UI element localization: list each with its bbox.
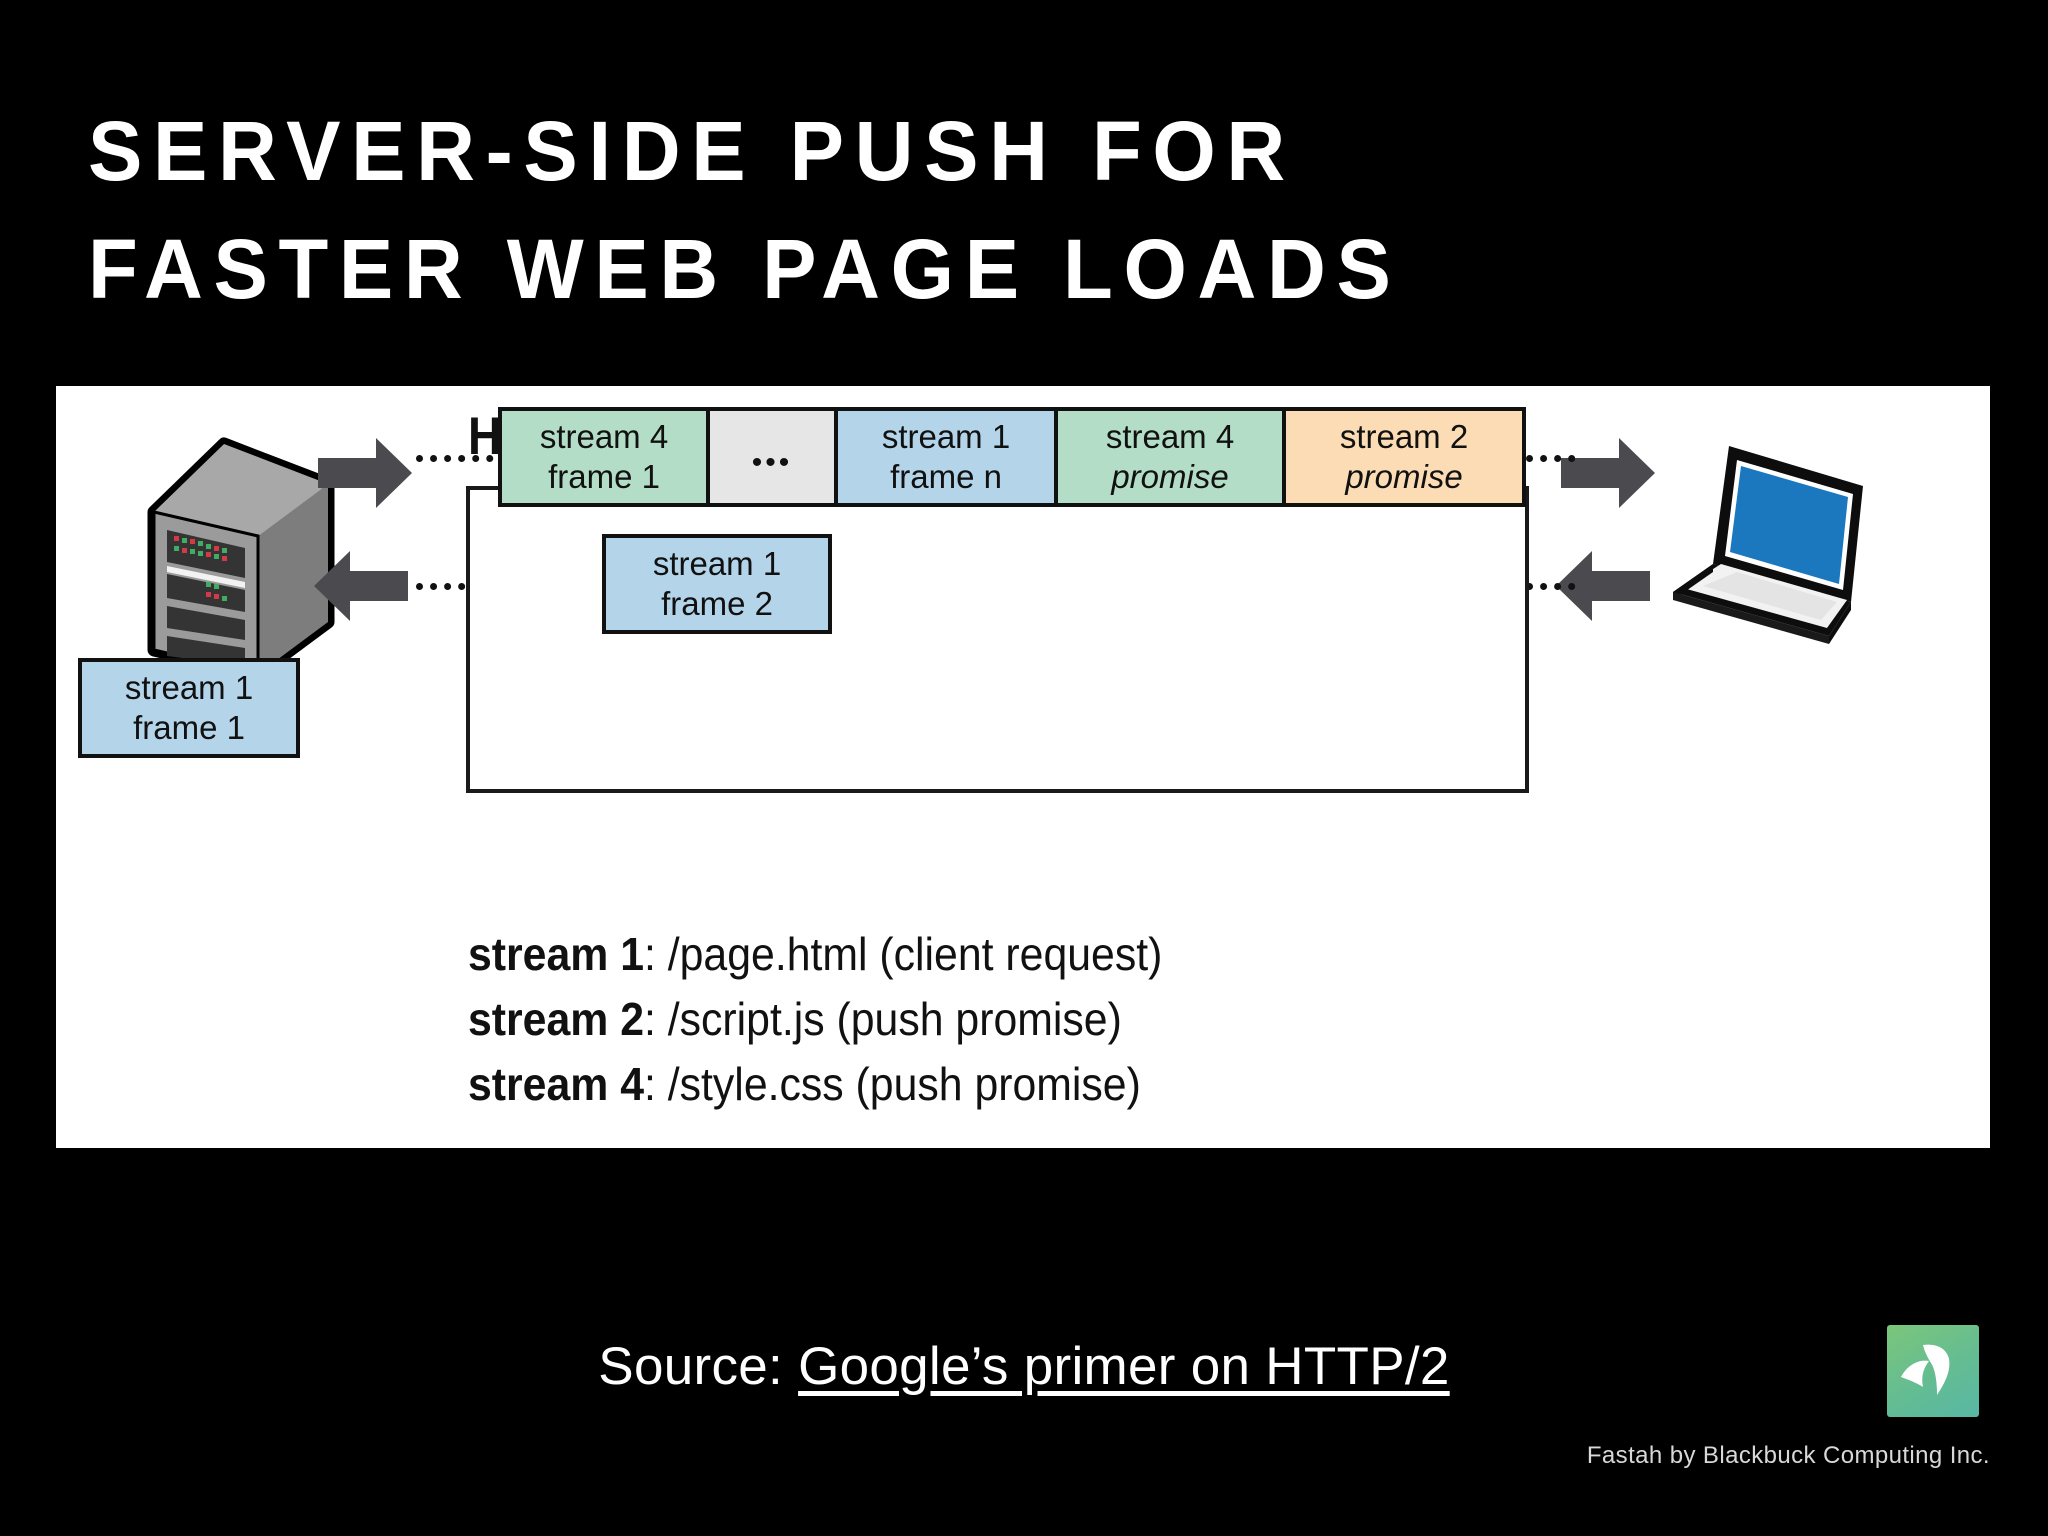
frame-ellipsis[interactable]: ••• [710, 411, 838, 503]
frame-line-2: frame n [890, 458, 1002, 495]
arrow-right-icon [1561, 438, 1655, 508]
frame-line-1: stream 2 [1339, 418, 1469, 455]
frame-stream1-framen[interactable]: stream 1 frame n [838, 411, 1058, 503]
server-icon [146, 426, 336, 681]
title-line-2: FASTER WEB PAGE LOADS [88, 222, 1402, 316]
frame-line-2: promise [1345, 458, 1463, 495]
frame-line-1: stream 4 [1105, 418, 1235, 455]
frame-line-2: promise [1111, 458, 1229, 495]
frame-line-1: stream 1 [652, 545, 782, 582]
frame-stream4-frame1[interactable]: stream 4 frame 1 [502, 411, 710, 503]
source-line: Source: Google’s primer on HTTP/2 [0, 1336, 2048, 1397]
frame-line-2: frame 1 [133, 709, 245, 746]
frame-stream1-frame2[interactable]: stream 1 frame 2 [602, 534, 832, 634]
frame-line-1: stream 4 [539, 418, 669, 455]
frame-line-1: stream 1 [124, 669, 254, 706]
frame-stream2-promise[interactable]: stream 2 promise [1286, 411, 1522, 503]
diagram-panel: HTTP 2.0 connection [56, 386, 1990, 1148]
laptop-icon [1651, 424, 1881, 669]
legend-text: : /style.css (push promise) [643, 1058, 1141, 1110]
legend-row: stream 1: /page.html (client request) [468, 922, 1162, 987]
legend-text: : /script.js (push promise) [643, 993, 1122, 1045]
legend-row: stream 2: /script.js (push promise) [468, 987, 1162, 1052]
fastah-logo [1887, 1325, 1979, 1417]
stream-legend: stream 1: /page.html (client request) st… [468, 922, 1215, 1117]
legend-label: stream 4 [468, 1058, 644, 1110]
frame-stream1-frame1-detached[interactable]: stream 1 frame 1 [78, 658, 300, 758]
arrow-right-icon [318, 438, 412, 508]
legend-row: stream 4: /style.css (push promise) [468, 1052, 1162, 1117]
frame-stream4-promise[interactable]: stream 4 promise [1058, 411, 1286, 503]
frame-line-1: stream 1 [881, 418, 1011, 455]
source-link[interactable]: Google’s primer on HTTP/2 [798, 1337, 1450, 1396]
legend-label: stream 2 [468, 993, 644, 1045]
http2-connection-box [466, 486, 1529, 793]
arrow-left-icon [1556, 551, 1650, 621]
frame-line-2: frame 1 [548, 458, 660, 495]
company-credit: Fastah by Blackbuck Computing Inc. [1586, 1442, 1990, 1469]
frame-line-1: ••• [751, 446, 793, 479]
arrow-left-icon [314, 551, 408, 621]
title-line-1: SERVER-SIDE PUSH FOR [88, 104, 1296, 198]
page-title: SERVER-SIDE PUSH FOR FASTER WEB PAGE LOA… [88, 92, 1788, 328]
frame-line-2: frame 2 [661, 585, 773, 622]
legend-label: stream 1 [468, 928, 644, 980]
frame-strip: stream 4 frame 1 ••• stream 1 frame n st… [498, 407, 1526, 507]
legend-text: : /page.html (client request) [643, 928, 1163, 980]
source-prefix: Source: [598, 1337, 799, 1396]
